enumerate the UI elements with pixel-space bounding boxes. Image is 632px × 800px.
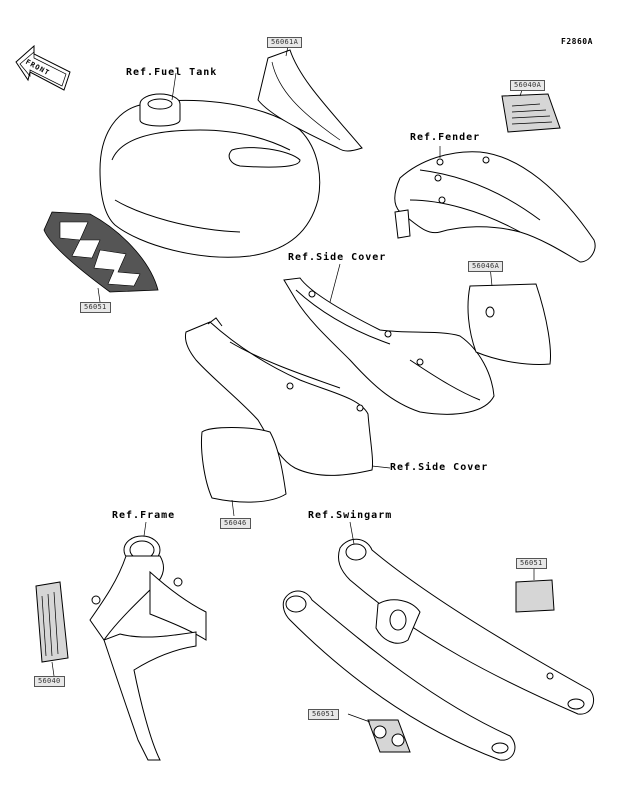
ref-swingarm-label: Ref.Swingarm [308,510,393,521]
side-cover-right-decal-drawing [467,265,551,365]
frame-decal-drawing [35,581,69,677]
swingarm-small-decal-drawing [347,713,411,753]
side-cover-left-drawing [185,317,391,476]
part-number-56046[interactable]: 56046 [220,518,251,529]
fender-drawing [394,146,596,263]
tank-top-decal-drawing [257,45,363,152]
ref-frame-label: Ref.Frame [112,510,176,521]
fender-decal-drawing [501,89,561,133]
side-cover-right-drawing [283,263,495,415]
part-number-56051-swingarm[interactable]: 56051 [516,558,547,569]
frame-drawing [89,521,207,761]
side-cover-left-decal-drawing [201,427,287,517]
front-arrow-icon [15,44,71,91]
fuel-tank-drawing [99,72,321,258]
ref-side-cover-bottom-label: Ref.Side Cover [390,462,489,473]
tank-side-decal-drawing [43,211,159,303]
part-number-56040[interactable]: 56040 [34,676,65,687]
ref-fender-label: Ref.Fender [410,132,481,143]
swingarm-decal-drawing [515,568,555,613]
ref-side-cover-top-label: Ref.Side Cover [288,252,387,263]
part-number-56051-tank[interactable]: 56051 [80,302,111,313]
part-number-56051-small[interactable]: 56051 [308,709,339,720]
swingarm-drawing [282,521,594,761]
part-number-56040a[interactable]: 56040A [510,80,546,91]
ref-fuel-tank-label: Ref.Fuel Tank [126,67,218,78]
part-number-56061a[interactable]: 56061A [267,37,303,48]
part-number-56046a[interactable]: 56046A [468,261,504,272]
figure-code: F2860A [561,37,593,46]
